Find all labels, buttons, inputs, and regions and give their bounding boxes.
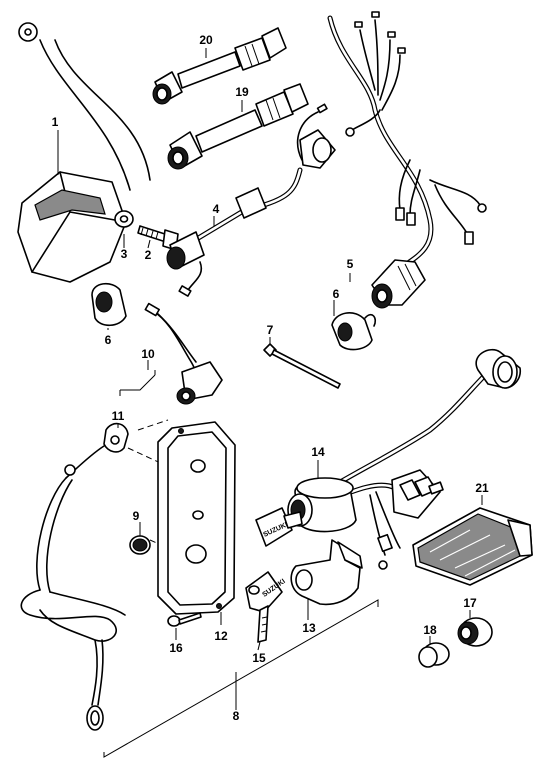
- plug-cap-9: [129, 535, 151, 555]
- callout-15: 15: [252, 651, 266, 665]
- grommet-18: [418, 642, 450, 668]
- callout-12: 12: [214, 629, 228, 643]
- grommet-17: [457, 617, 493, 647]
- callout-8: 8: [233, 709, 240, 723]
- callout-3: 3: [121, 247, 128, 261]
- callout-16: 16: [169, 641, 183, 655]
- callout-6-right: 6: [333, 287, 340, 301]
- stop-switch-10: [144, 302, 223, 405]
- harness-4: [166, 103, 336, 297]
- switch-panel-12: [157, 421, 236, 615]
- key-in-switch: SUZUKI: [255, 507, 303, 547]
- callout-7: 7: [267, 323, 274, 337]
- callout-14: 14: [311, 445, 325, 459]
- main-switch-14: [287, 348, 522, 570]
- callout-13: 13: [302, 621, 316, 635]
- screw-16: [167, 612, 202, 627]
- callout-18: 18: [423, 623, 437, 637]
- extension-connector-20: [152, 27, 287, 105]
- callout-10: 10: [141, 347, 155, 361]
- bracket-10: [120, 374, 156, 391]
- callout-11: 11: [112, 409, 125, 423]
- lanyard-cord-11: [20, 422, 129, 731]
- callout-5: 5: [347, 257, 354, 271]
- cap-part-6-left: [91, 282, 127, 327]
- parts-bag-21: [412, 507, 533, 586]
- key-15: SUZUKI: [245, 571, 287, 643]
- callout-4: 4: [213, 202, 220, 216]
- callout-21: 21: [475, 481, 489, 495]
- extension-connector-19: [167, 83, 309, 170]
- cable-tie-part: [263, 343, 341, 389]
- bracket-13: [290, 539, 363, 606]
- callout-9: 9: [133, 509, 140, 523]
- callout-17: 17: [463, 596, 477, 610]
- main-harness-right: [327, 11, 487, 351]
- bracket-8: [103, 599, 379, 758]
- callout-19: 19: [235, 85, 249, 99]
- callout-1: 1: [52, 115, 59, 129]
- junction-box-part: [17, 22, 151, 283]
- callout-20: 20: [199, 33, 213, 47]
- washer-part: [114, 210, 134, 228]
- callout-6-left: 6: [105, 333, 112, 347]
- callout-2: 2: [145, 248, 152, 262]
